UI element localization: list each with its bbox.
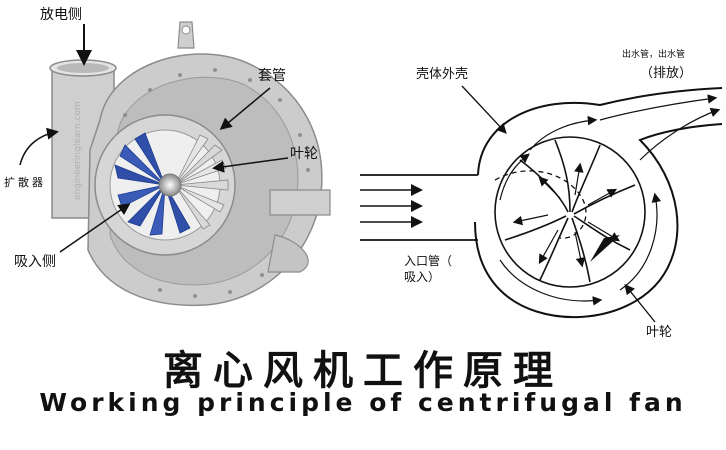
leader-housing-shell: [461, 85, 507, 134]
label-discharge-side: 放电侧: [40, 7, 82, 23]
impeller-blades: [114, 132, 229, 236]
label-housing-shell: 壳体外壳: [416, 67, 468, 82]
title-english: Working principle of centrifugal fan: [39, 388, 687, 417]
label-inlet-pipe: 入口管（: [404, 253, 452, 268]
side-flange: [269, 189, 331, 216]
label-impeller-right: 叶轮: [646, 325, 672, 340]
leader-sleeve: [219, 87, 271, 130]
leader-impeller-right: [624, 283, 656, 323]
watermark-text: engineeringlearn.com: [73, 101, 83, 200]
label-diffuser: 扩散器: [4, 175, 46, 189]
label-impeller-left: 叶轮: [290, 146, 318, 162]
impeller-hub: [158, 173, 182, 197]
label-discharge: （排放）: [640, 66, 692, 81]
impeller-pointer: [590, 235, 620, 262]
label-suction-side: 吸入侧: [14, 254, 56, 270]
leader-impeller-left: [212, 157, 289, 173]
leader-suction-side: [59, 203, 131, 253]
fan-illustration: engineeringlearn.com: [49, 21, 331, 307]
label-suction: 吸入）: [404, 270, 440, 284]
title-chinese: 离心风机工作原理: [163, 348, 563, 394]
inlet-flow-arrows: [360, 184, 423, 228]
label-sleeve: 套管: [258, 68, 286, 84]
label-outlet-pipe: 出水管，出水管: [622, 48, 685, 60]
schematic: [360, 87, 723, 319]
leader-diffuser: [19, 127, 59, 166]
